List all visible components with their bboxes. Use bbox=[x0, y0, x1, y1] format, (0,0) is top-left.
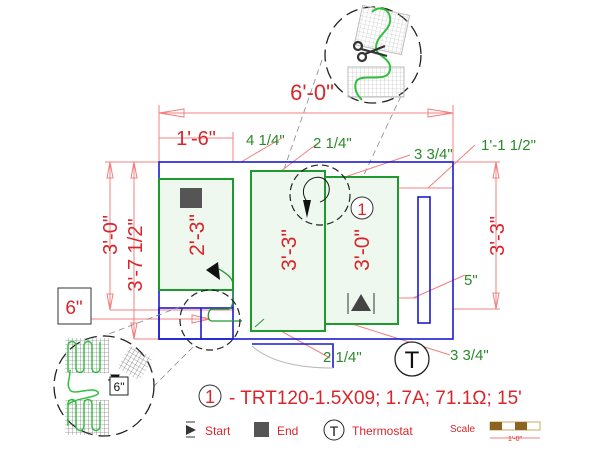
dim-right-height: 3'-3" bbox=[487, 216, 509, 256]
mat-left-length: 2'-3" bbox=[186, 214, 209, 256]
svg-text:T: T bbox=[405, 347, 420, 374]
svg-text:6": 6" bbox=[65, 298, 82, 319]
dimension-lines bbox=[90, 105, 500, 359]
svg-text:1: 1 bbox=[357, 200, 366, 219]
legend-thermostat-icon: T bbox=[323, 419, 345, 441]
dim-left-height-3-7: 3'-7 1/2" bbox=[125, 218, 147, 291]
detail-6-label: 6" bbox=[114, 380, 125, 394]
legend: 1 - TRT120-1.5X09; 1.7A; 71.1Ω; 15' Star… bbox=[186, 384, 541, 443]
mat-middle-length: 3'-3" bbox=[278, 229, 301, 271]
legend-cable-spec: - TRT120-1.5X09; 1.7A; 71.1Ω; 15' bbox=[229, 388, 522, 409]
legend-start-icon bbox=[186, 421, 196, 438]
dim-6-box: 6" bbox=[57, 287, 92, 325]
start-detail: 6" bbox=[53, 304, 196, 437]
cut-detail-top bbox=[281, 4, 422, 201]
cut-arrow-icon bbox=[303, 200, 311, 218]
svg-text:1'-0": 1'-0" bbox=[508, 436, 522, 443]
legend-end-icon bbox=[254, 422, 269, 437]
legend-start-label: Start bbox=[205, 424, 231, 438]
dim-left-height-3-0: 3'-0" bbox=[100, 215, 122, 255]
dim-3-3-4-top: 3 3/4" bbox=[414, 146, 453, 163]
scissors-icon bbox=[352, 40, 388, 63]
svg-text:T: T bbox=[330, 423, 339, 439]
dim-3-3-4-bottom: 3 3/4" bbox=[450, 347, 489, 364]
mat-middle bbox=[250, 170, 326, 332]
dim-left-width: 1'-6" bbox=[176, 128, 216, 150]
start-marker-icon bbox=[347, 293, 375, 314]
dim-2-1-4-bottom: 2 1/4" bbox=[323, 349, 362, 366]
dim-4-1-4: 4 1/4" bbox=[246, 132, 285, 149]
svg-text:1: 1 bbox=[205, 387, 215, 407]
legend-end-label: End bbox=[277, 424, 298, 438]
scale-bar: 1'-0" bbox=[489, 421, 541, 443]
end-marker-icon bbox=[180, 188, 202, 208]
bottom-wall bbox=[252, 343, 334, 368]
dim-5: 5" bbox=[464, 272, 478, 289]
cold-lead bbox=[207, 268, 242, 322]
legend-scale-label: Scale bbox=[450, 424, 475, 435]
dim-2-1-4-top: 2 1/4" bbox=[313, 135, 352, 152]
dim-1-1-1-2: 1'-1 1/2" bbox=[481, 137, 536, 154]
detail-circle-cut bbox=[289, 164, 351, 226]
wall-bar bbox=[417, 196, 431, 324]
dim-overall-width: 6'-0" bbox=[290, 80, 334, 105]
cable-marker: 1 bbox=[350, 196, 374, 220]
mat-right-length: 3'-0" bbox=[351, 229, 374, 271]
start-arrow-icon bbox=[206, 262, 220, 280]
legend-thermostat-label: Thermostat bbox=[352, 424, 413, 438]
legend-cable-number: 1 bbox=[198, 384, 222, 408]
thermostat-marker: T bbox=[394, 341, 430, 377]
detail-circle-start bbox=[179, 289, 241, 351]
